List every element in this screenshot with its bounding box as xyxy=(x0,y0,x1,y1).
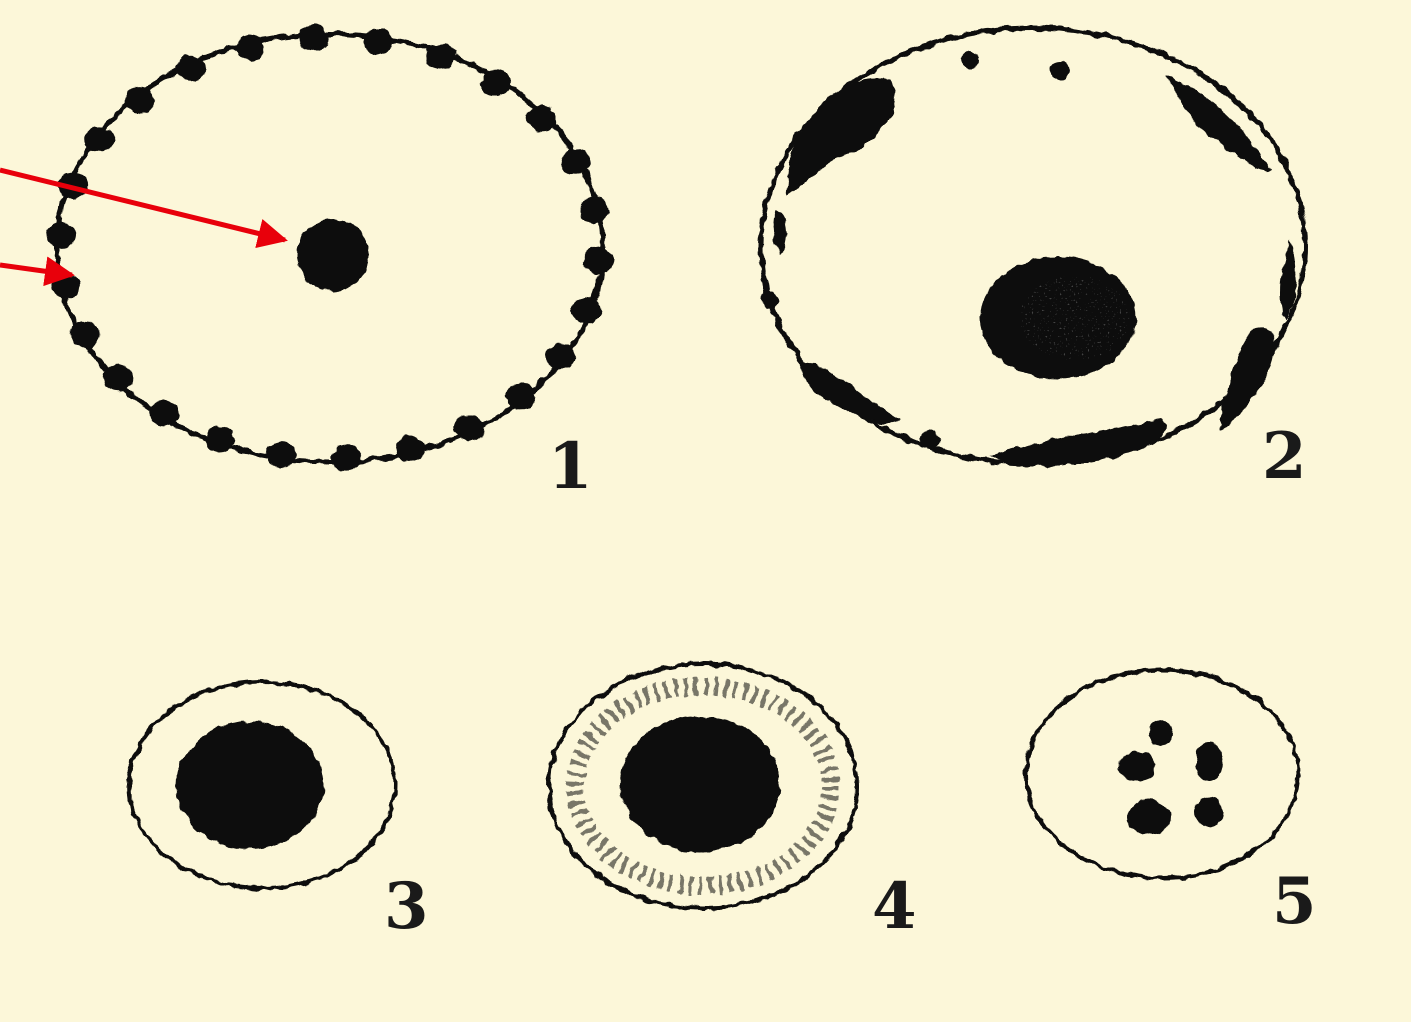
label-cell-4: 4 xyxy=(872,869,917,944)
chromatin-bead xyxy=(70,321,100,347)
chromatin-bead xyxy=(572,297,602,323)
chromatin-bead xyxy=(125,87,155,113)
chromatin-bead xyxy=(149,400,179,426)
chromatin-bead xyxy=(50,273,80,299)
chromatin-bead xyxy=(527,105,557,131)
chromatin-bead xyxy=(47,222,77,248)
chromatin-bead xyxy=(560,149,590,175)
label-cell-1: 1 xyxy=(548,429,593,504)
chromatin-bead xyxy=(331,445,361,471)
label-cell-3: 3 xyxy=(384,869,429,944)
chromatin-bead xyxy=(363,28,393,54)
cell-3-condensed-nucleus xyxy=(176,721,324,849)
chromatin-bead xyxy=(580,197,610,223)
chromatin-bead xyxy=(481,70,511,96)
chromatin-bead xyxy=(395,436,425,462)
cell-4-nucleus xyxy=(620,716,780,852)
chromatin-bead xyxy=(176,55,206,81)
cell-1-nucleolus xyxy=(297,219,369,291)
chromatin-bead xyxy=(584,248,614,274)
chromatin-bead xyxy=(425,44,455,70)
label-cell-2: 2 xyxy=(1262,419,1307,494)
chromatin-bead xyxy=(235,35,265,61)
chromatin-bead xyxy=(205,427,235,453)
chromatin-bead xyxy=(505,383,535,409)
chromatin-bead xyxy=(267,442,297,468)
chromatin-bead xyxy=(103,365,133,391)
label-cell-5: 5 xyxy=(1272,864,1317,939)
chromatin-bead xyxy=(454,415,484,441)
chromatin-bead xyxy=(299,25,329,51)
chromatin-bead xyxy=(545,344,575,370)
chromatin-bead xyxy=(85,126,115,152)
